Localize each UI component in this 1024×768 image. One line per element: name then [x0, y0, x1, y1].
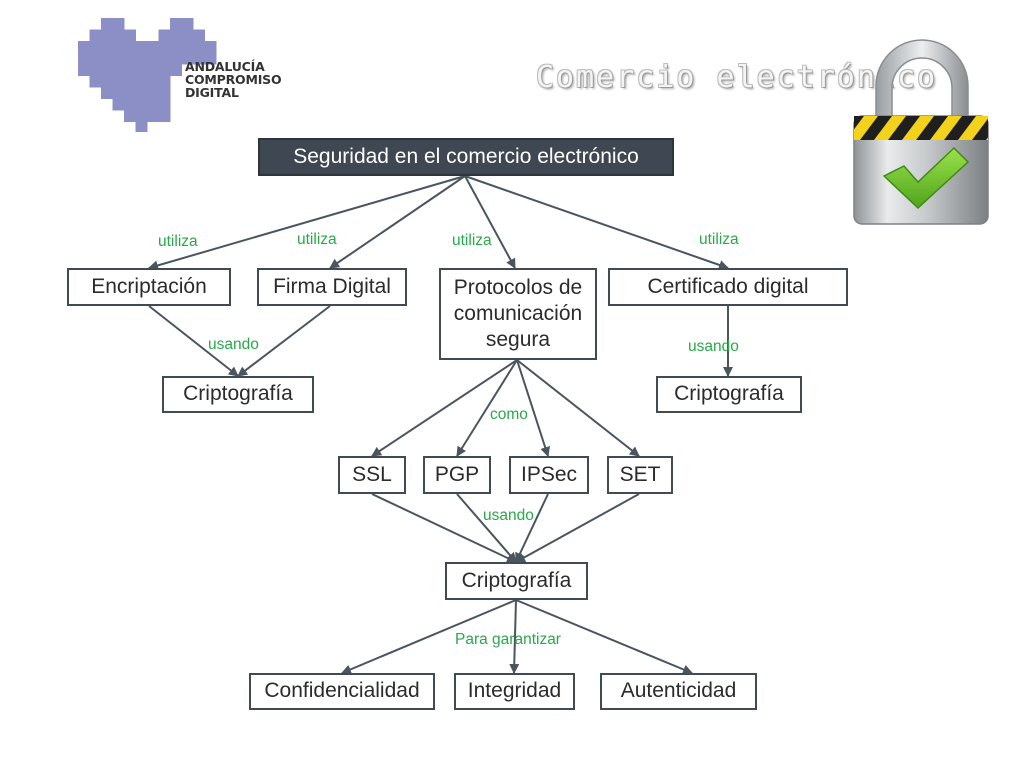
node-protocolos: Protocolos de comunicación segura — [439, 268, 597, 360]
node-autenticidad: Autenticidad — [600, 673, 757, 710]
arrow-firma-cripto — [237, 305, 331, 377]
node-ssl: SSL — [338, 456, 406, 494]
heart-logo-icon — [78, 18, 217, 134]
label-utiliza-1: utiliza — [158, 233, 198, 250]
label-utiliza-4: utiliza — [699, 231, 739, 248]
arrow-ipsec-cripto — [515, 493, 549, 563]
logo — [64, 0, 274, 134]
logo-text: ANDALUCÍA COMPROMISO DIGITAL — [185, 59, 282, 100]
arrow-protocolos-set — [516, 359, 640, 457]
arrow-protocolos-ipsec — [516, 359, 550, 457]
arrow-protocolos-pgp — [456, 359, 518, 457]
node-certificado-digital: Certificado digital — [608, 268, 848, 306]
arrow-protocolos-ssl — [371, 359, 518, 457]
node-firma-digital: Firma Digital — [257, 268, 407, 306]
node-criptografia-center: Criptografía — [445, 562, 588, 600]
arrow-ssl-cripto — [371, 493, 517, 563]
arrow-encriptacion-cripto — [148, 305, 239, 377]
page-title: Comercio electrónico — [536, 60, 938, 95]
padlock-check-icon — [853, 39, 989, 225]
node-set: SET — [607, 456, 673, 494]
arrow-set-cripto — [515, 493, 640, 563]
logo-line-2: COMPROMISO — [185, 72, 282, 87]
logo-line-3: DIGITAL — [185, 85, 239, 100]
label-usando-left: usando — [208, 336, 259, 353]
arrow-cripto-autenticidad — [515, 599, 693, 675]
arrow-root-firma — [329, 175, 466, 269]
node-encriptacion: Encriptación — [67, 268, 231, 306]
arrow-root-encriptacion — [148, 175, 466, 271]
node-criptografia-right: Criptografía — [656, 376, 802, 413]
logo-line-1: ANDALUCÍA — [185, 59, 265, 74]
label-como: como — [490, 406, 528, 423]
node-ipsec: IPSec — [509, 456, 589, 494]
arrow-cripto-integridad — [509, 599, 520, 674]
arrow-root-protocolos — [464, 175, 516, 269]
label-usando-center: usando — [483, 507, 534, 524]
node-integridad: Integridad — [454, 673, 575, 710]
root-node: Seguridad en el comercio electrónico — [258, 138, 674, 176]
label-utiliza-2: utiliza — [297, 231, 337, 248]
node-pgp: PGP — [423, 456, 491, 494]
arrow-cripto-confidencialidad — [341, 599, 517, 675]
label-usando-right: usando — [688, 338, 739, 355]
label-utiliza-3: utiliza — [452, 232, 492, 249]
node-criptografia-left: Criptografía — [162, 376, 314, 413]
label-para-garantizar: Para garantizar — [455, 631, 561, 648]
node-confidencialidad: Confidencialidad — [249, 673, 435, 710]
arrow-root-certificado — [464, 175, 729, 270]
arrow-pgp-cripto — [456, 493, 517, 563]
